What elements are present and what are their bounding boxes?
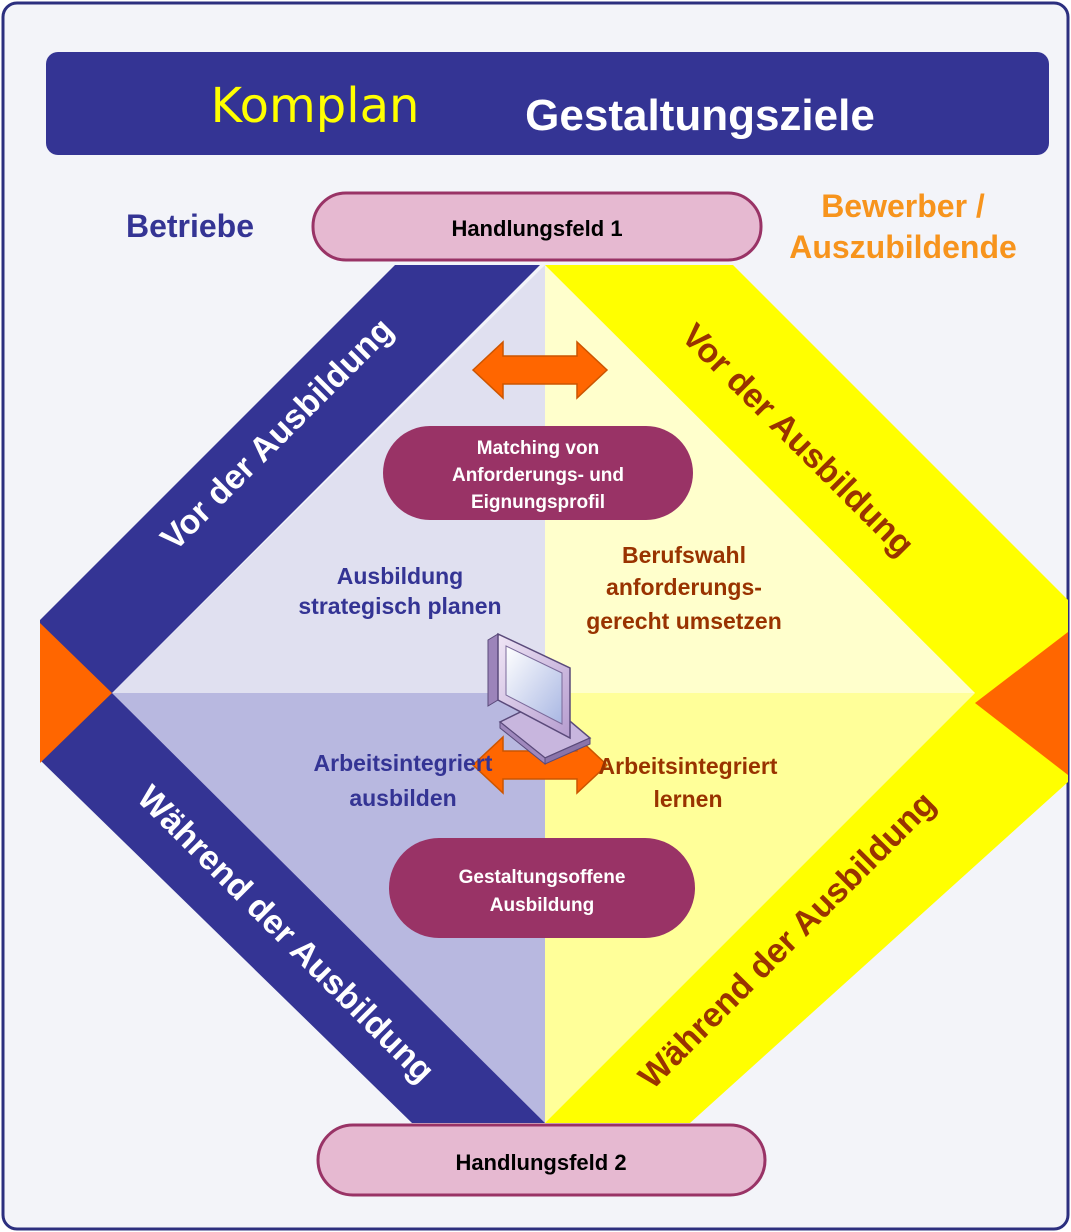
- field-pill-top: [311, 191, 763, 262]
- double-arrow-icon: [471, 340, 609, 400]
- quadrant-tl-line-1: Ausbildung: [337, 563, 463, 589]
- band-top-left: [40, 265, 540, 693]
- band-bottom-right: [545, 693, 1068, 1123]
- band-top-right: [545, 265, 1068, 693]
- quadrant-tl-line-2: strategisch planen: [298, 593, 501, 619]
- right-pointer-icon: [975, 632, 1068, 775]
- quadrant-br-line-2: lernen: [653, 786, 722, 812]
- field-pill-bottom: [316, 1123, 767, 1197]
- gestaltung-pill: [389, 838, 695, 938]
- quadrant-tr-line-2: anforderungs-: [606, 574, 762, 600]
- quadrant-bl-line-1: Arbeitsintegriert: [314, 750, 493, 776]
- page-title: Gestaltungsziele: [525, 91, 875, 140]
- logo-text: Komplan: [211, 78, 420, 134]
- quadrant-top-left: [112, 265, 545, 693]
- gestaltung-line-2: Ausbildung: [490, 895, 594, 916]
- right-side-label-line1: Bewerber /: [821, 188, 985, 224]
- right-side-label-line2: Auszubildende: [789, 229, 1017, 265]
- matching-pill: [383, 426, 693, 520]
- field-label-bottom: Handlungsfeld 2: [455, 1150, 626, 1175]
- band-bottom-left: [40, 693, 545, 1123]
- matching-line-2: Anforderungs- und: [452, 465, 624, 486]
- computer-monitor-icon: [487, 632, 592, 766]
- header-bar: [46, 52, 1049, 155]
- left-side-label: Betriebe: [126, 208, 254, 244]
- gestaltung-line-1: Gestaltungsoffene: [459, 867, 626, 888]
- matching-line-3: Eignungsprofil: [471, 492, 605, 513]
- quadrant-bl-line-2: ausbilden: [349, 785, 456, 811]
- quadrant-tr-line-1: Berufswahl: [622, 542, 746, 568]
- quadrant-br-line-1: Arbeitsintegriert: [599, 753, 778, 779]
- quadrant-tr-line-3: gerecht umsetzen: [586, 608, 782, 634]
- left-pointer-icon: [40, 623, 112, 763]
- matching-line-1: Matching von: [477, 438, 599, 459]
- field-label-top: Handlungsfeld 1: [451, 216, 622, 241]
